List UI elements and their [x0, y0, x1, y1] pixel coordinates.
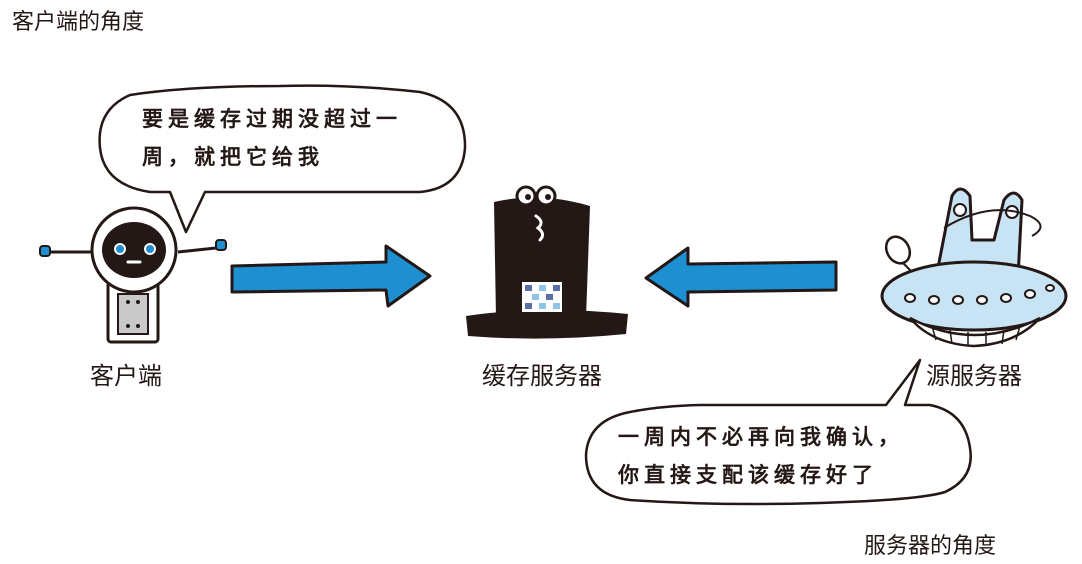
client-speech-bubble: [98, 84, 467, 234]
arrow-origin-to-cache: [644, 246, 838, 308]
origin-server-label: 源服务器: [926, 362, 1022, 390]
server-bubble-line-1: 一周内不必再向我确认，: [618, 425, 904, 449]
server-bubble-line-2: 你直接支配该缓存好了: [618, 463, 878, 487]
client-perspective-heading: 客户端的角度: [12, 10, 145, 35]
client-bubble-line-2: 周，就把它给我: [142, 145, 324, 169]
client-label: 客户端: [90, 362, 162, 390]
cache-server-label: 缓存服务器: [482, 362, 602, 390]
ufo-origin-server-icon: [880, 187, 1068, 348]
client-bubble-line-1: 要是缓存过期没超过一: [142, 107, 402, 131]
server-speech-bubble: [584, 358, 972, 506]
arrow-client-to-cache: [230, 244, 432, 308]
top-hat-cache-server-icon: [466, 185, 628, 339]
robot-client-icon: [39, 206, 227, 344]
server-perspective-heading: 服务器的角度: [864, 534, 997, 559]
